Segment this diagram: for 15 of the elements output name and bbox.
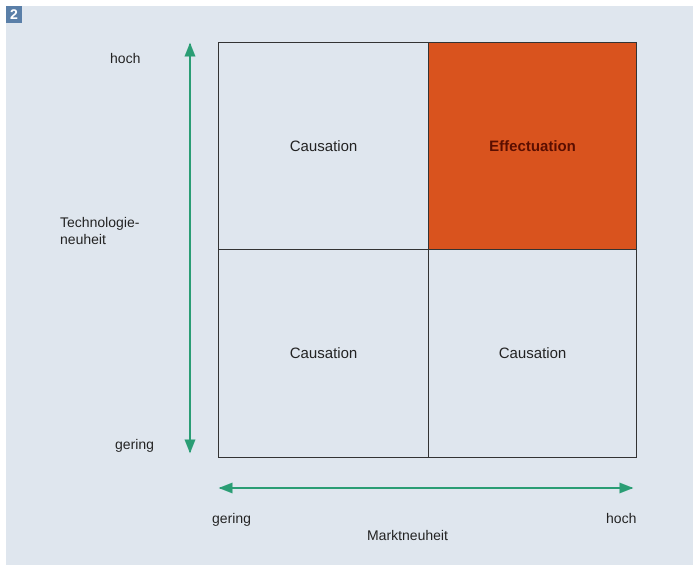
axis-label: hoch: [606, 510, 636, 527]
matrix-quadrant: [428, 249, 637, 458]
axis-label: hoch: [110, 50, 140, 67]
quadrant-label: Causation: [498, 345, 566, 362]
matrix-quadrant: [428, 42, 637, 250]
axis-title: Technologie-neuheit: [60, 214, 140, 248]
quadrant-label: Causation: [290, 138, 358, 154]
matrix-quadrant: [218, 249, 429, 458]
axis-label: gering: [212, 510, 251, 527]
matrix-quadrant: [218, 42, 429, 250]
axis-title: Marktneuheit: [367, 527, 448, 544]
figure-number: 2: [6, 6, 22, 23]
quadrant-label: Causation: [290, 345, 358, 362]
quadrant-label: Effectuation: [489, 138, 576, 154]
axis-label: gering: [115, 436, 154, 453]
